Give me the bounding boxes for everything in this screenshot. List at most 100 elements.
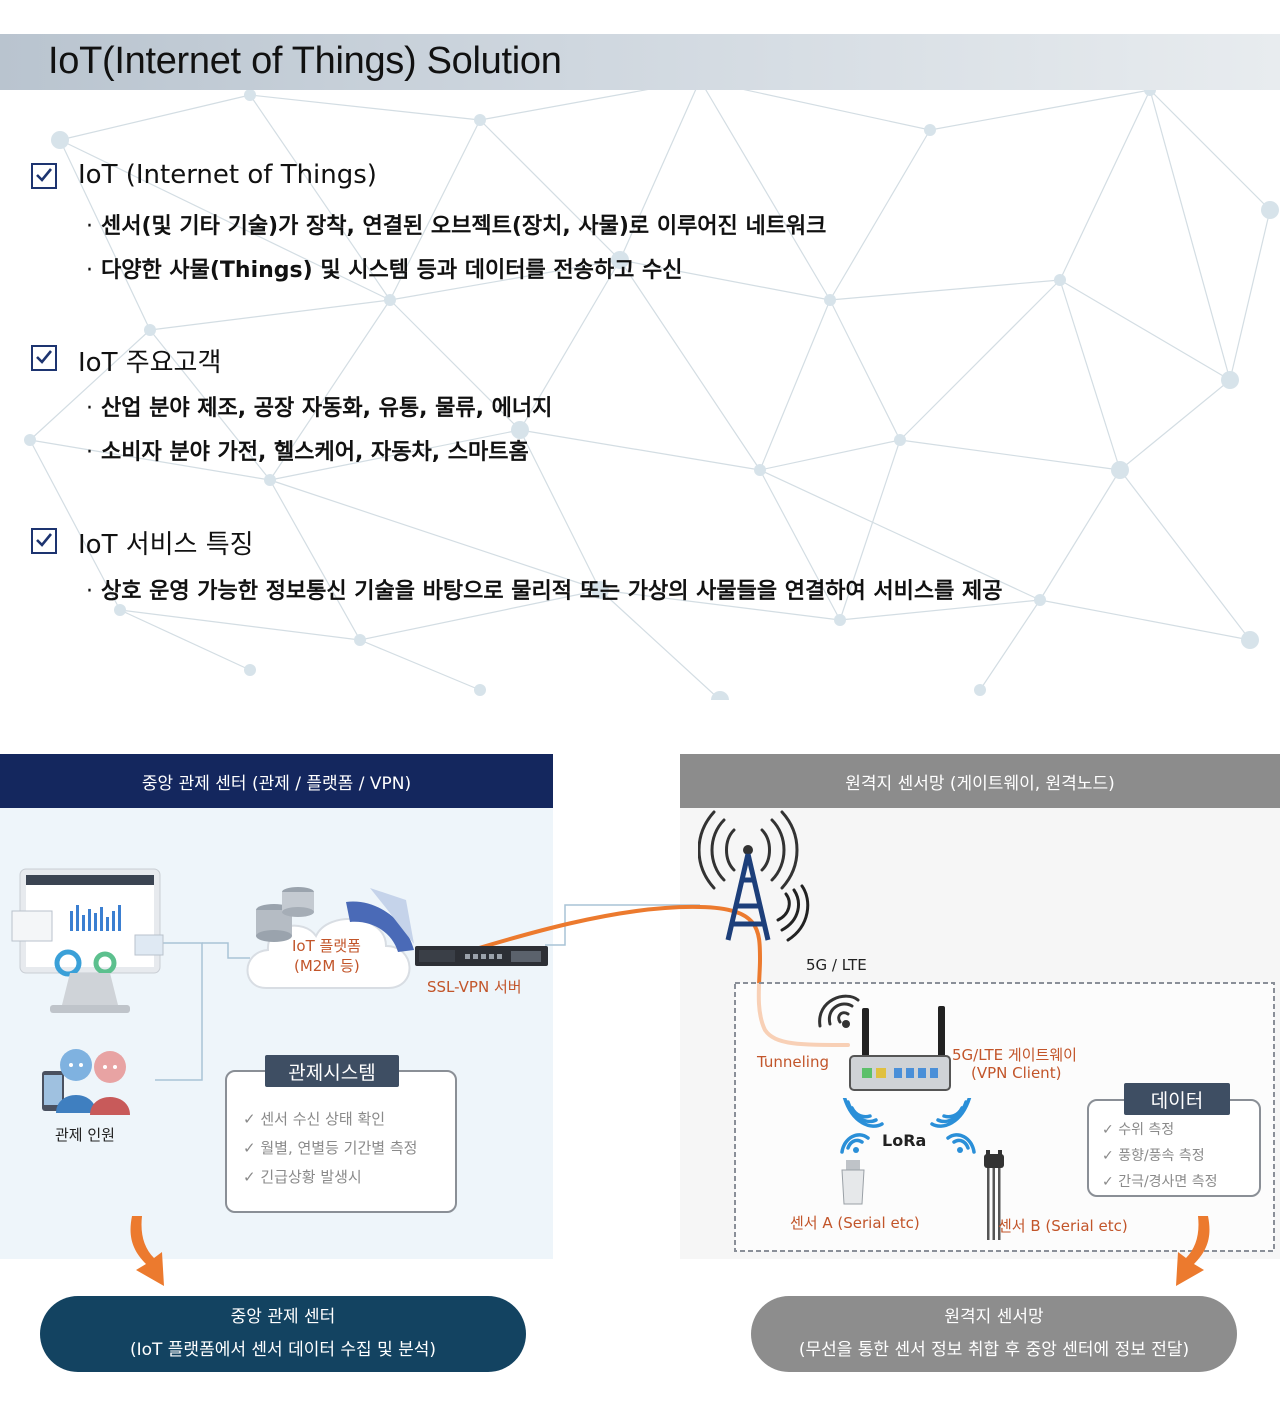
summary-title: 원격지 센서망 bbox=[944, 1307, 1044, 1327]
operator-label: 관제 인원 bbox=[55, 1126, 115, 1144]
bullet-item: ·상호 운영 가능한 정보통신 기술을 바탕으로 물리적 또는 가상의 사물들을… bbox=[86, 579, 1003, 604]
network-line bbox=[249, 94, 391, 301]
network-node bbox=[354, 634, 366, 646]
network-line bbox=[619, 259, 831, 301]
summary-title: 중앙 관제 센터 bbox=[230, 1307, 336, 1327]
section-heading-iot: IoT (Internet of Things) bbox=[78, 160, 377, 190]
network-line bbox=[149, 299, 391, 331]
network-line bbox=[829, 279, 1061, 301]
network-line bbox=[59, 139, 151, 331]
network-line bbox=[59, 94, 251, 141]
tunneling-label: Tunneling bbox=[757, 1053, 829, 1071]
section-heading-customers: IoT 주요고객 bbox=[78, 348, 222, 378]
network-line bbox=[1039, 599, 1251, 641]
data-box-title: 데이터 bbox=[1124, 1083, 1230, 1115]
network-node bbox=[474, 114, 486, 126]
cell-tower-icon bbox=[698, 810, 810, 942]
central-center-header: 중앙 관제 센터 (관제 / 플랫폼 / VPN) bbox=[0, 754, 553, 808]
network-node bbox=[51, 131, 69, 149]
network-line bbox=[389, 299, 521, 431]
network-line bbox=[759, 299, 831, 471]
network-node bbox=[474, 684, 486, 696]
gateway-icon bbox=[818, 994, 951, 1091]
network-node bbox=[591, 581, 609, 599]
control-item: ✓ 긴급상황 발생시 bbox=[243, 1168, 362, 1186]
network-node bbox=[894, 434, 906, 446]
network-line bbox=[359, 589, 601, 641]
network-background bbox=[24, 71, 1279, 700]
network-node bbox=[754, 464, 766, 476]
network-line bbox=[1149, 89, 1231, 381]
sensor-b-label: 센서 B (Serial etc) bbox=[998, 1217, 1128, 1235]
central-center-summary: 중앙 관제 센터 (IoT 플랫폼에서 센서 데이터 수집 및 분석) bbox=[40, 1296, 526, 1372]
platform-sub-label: (M2M 등) bbox=[294, 957, 360, 975]
network-node bbox=[974, 684, 986, 696]
network-line bbox=[699, 79, 831, 301]
data-item: ✓ 간극/경사면 측정 bbox=[1102, 1174, 1218, 1190]
vpn-server-label: SSL-VPN 서버 bbox=[427, 978, 522, 996]
network-line bbox=[1059, 279, 1231, 381]
bullet-item: ·다양한 사물(Things) 및 시스템 등과 데이터를 전송하고 수신 bbox=[86, 258, 683, 283]
network-node bbox=[264, 474, 276, 486]
lora-wave-icon bbox=[840, 1098, 976, 1154]
network-line bbox=[29, 439, 271, 481]
network-line bbox=[1119, 469, 1251, 641]
network-line bbox=[119, 609, 361, 641]
network-node bbox=[144, 324, 156, 336]
network-line bbox=[899, 439, 1121, 471]
network-node bbox=[1261, 201, 1279, 219]
network-line bbox=[249, 94, 481, 121]
network-node bbox=[834, 614, 846, 626]
network-node bbox=[511, 421, 529, 439]
network-node bbox=[114, 604, 126, 616]
network-line bbox=[519, 429, 761, 471]
network-line bbox=[269, 479, 361, 641]
network-node bbox=[824, 294, 836, 306]
network-line bbox=[359, 639, 481, 691]
page-title: IoT(Internet of Things) Solution bbox=[48, 40, 562, 82]
summary-description: (무선을 통한 센서 정보 취합 후 중앙 센터에 정보 전달) bbox=[798, 1340, 1190, 1360]
network-line bbox=[1059, 279, 1121, 471]
network-node bbox=[1241, 631, 1259, 649]
network-line bbox=[619, 259, 761, 471]
sensor-b-icon bbox=[984, 1150, 1004, 1240]
network-line bbox=[599, 589, 721, 700]
operators-icon bbox=[42, 1049, 130, 1115]
network-node bbox=[1111, 461, 1129, 479]
down-arrow-icon bbox=[1176, 1216, 1210, 1286]
control-item: ✓ 월별, 연별등 기간별 측정 bbox=[243, 1139, 418, 1157]
network-node bbox=[1221, 371, 1239, 389]
network-line bbox=[29, 439, 121, 611]
network-line bbox=[829, 299, 901, 441]
checkbox-icon bbox=[31, 345, 57, 371]
network-line bbox=[829, 129, 931, 301]
down-arrow-icon bbox=[130, 1216, 164, 1286]
checkbox-icon bbox=[31, 528, 57, 554]
network-node bbox=[1054, 274, 1066, 286]
network-line bbox=[1059, 89, 1151, 281]
bullet-item: ·센서(및 기타 기술)가 장착, 연결된 오브젝트(장치, 사물)로 이루어진… bbox=[86, 214, 827, 239]
gateway-label: 5G/LTE 게이트웨이 bbox=[952, 1046, 1077, 1064]
network-line bbox=[119, 609, 251, 671]
bullet-item: ·소비자 분야 가전, 헬스케어, 자동차, 스마트홈 bbox=[86, 440, 529, 465]
data-item: ✓ 풍향/풍속 측정 bbox=[1102, 1148, 1205, 1164]
monitor-icon bbox=[11, 868, 164, 1013]
summary-description: (IoT 플랫폼에서 센서 데이터 수집 및 분석) bbox=[129, 1340, 437, 1360]
network-line bbox=[839, 439, 901, 621]
network-line bbox=[389, 119, 481, 301]
network-line bbox=[619, 79, 701, 261]
network-node bbox=[244, 89, 256, 101]
network-node bbox=[24, 434, 36, 446]
control-item: ✓ 센서 수신 상태 확인 bbox=[243, 1110, 386, 1128]
network-line bbox=[839, 599, 1041, 621]
remote-sensor-header: 원격지 센서망 (게이트웨이, 원격노드) bbox=[680, 754, 1280, 808]
network-line bbox=[1039, 469, 1121, 601]
network-line bbox=[1149, 89, 1271, 211]
sensor-a-label: 센서 A (Serial etc) bbox=[790, 1214, 920, 1232]
cloud-platform-icon bbox=[246, 887, 414, 989]
network-line bbox=[269, 429, 521, 481]
network-line bbox=[1119, 379, 1231, 471]
checkbox-icon bbox=[31, 163, 57, 189]
network-label: 5G / LTE bbox=[806, 956, 867, 974]
platform-label: IoT 플랫폼 bbox=[292, 937, 361, 955]
